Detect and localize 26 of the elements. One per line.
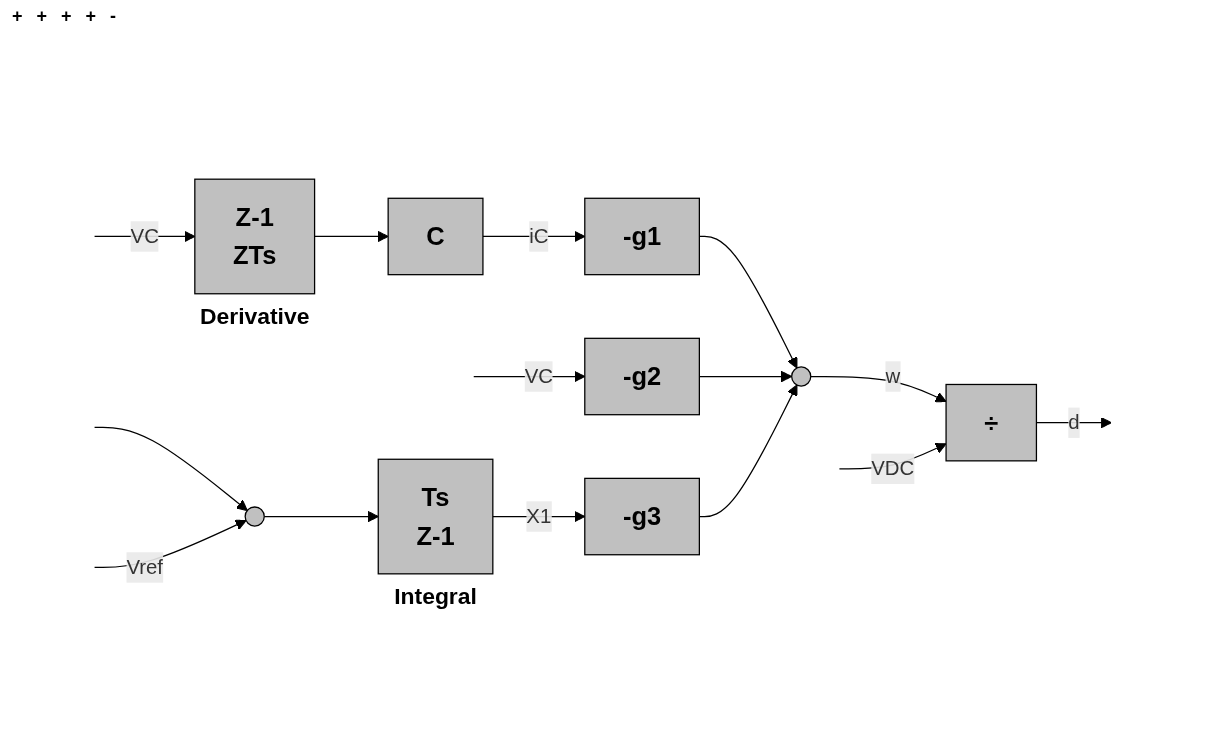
sign-label: - [110,6,117,27]
edge-label: VDC [871,457,915,480]
node-box: C [387,197,484,276]
sign-label: + [36,6,48,27]
edge-label: w [885,365,901,387]
edge-label: VC [130,225,159,247]
edge-label: iC [529,225,549,247]
block-caption: Integral [394,583,477,610]
arrow [93,426,248,512]
node-box: ÷ [945,384,1038,462]
sign-label: + [61,6,72,27]
edge-label: d [1068,411,1080,433]
node-circle [791,366,812,387]
edge-label: Vref [126,556,163,578]
arrow [810,376,947,403]
node-box: Ts Z-1 [377,458,494,575]
node-box: -g1 [584,197,700,276]
edge-label: X1 [526,505,552,527]
block-caption: Derivative [199,303,310,330]
node-box: Z-1 ZTs [194,178,316,295]
edge-label: VC [524,365,553,387]
sign-label: + [85,6,97,27]
sign-label: + [12,6,23,27]
node-circle [244,506,265,527]
node-box: -g3 [584,477,700,556]
node-box: -g2 [584,337,700,416]
